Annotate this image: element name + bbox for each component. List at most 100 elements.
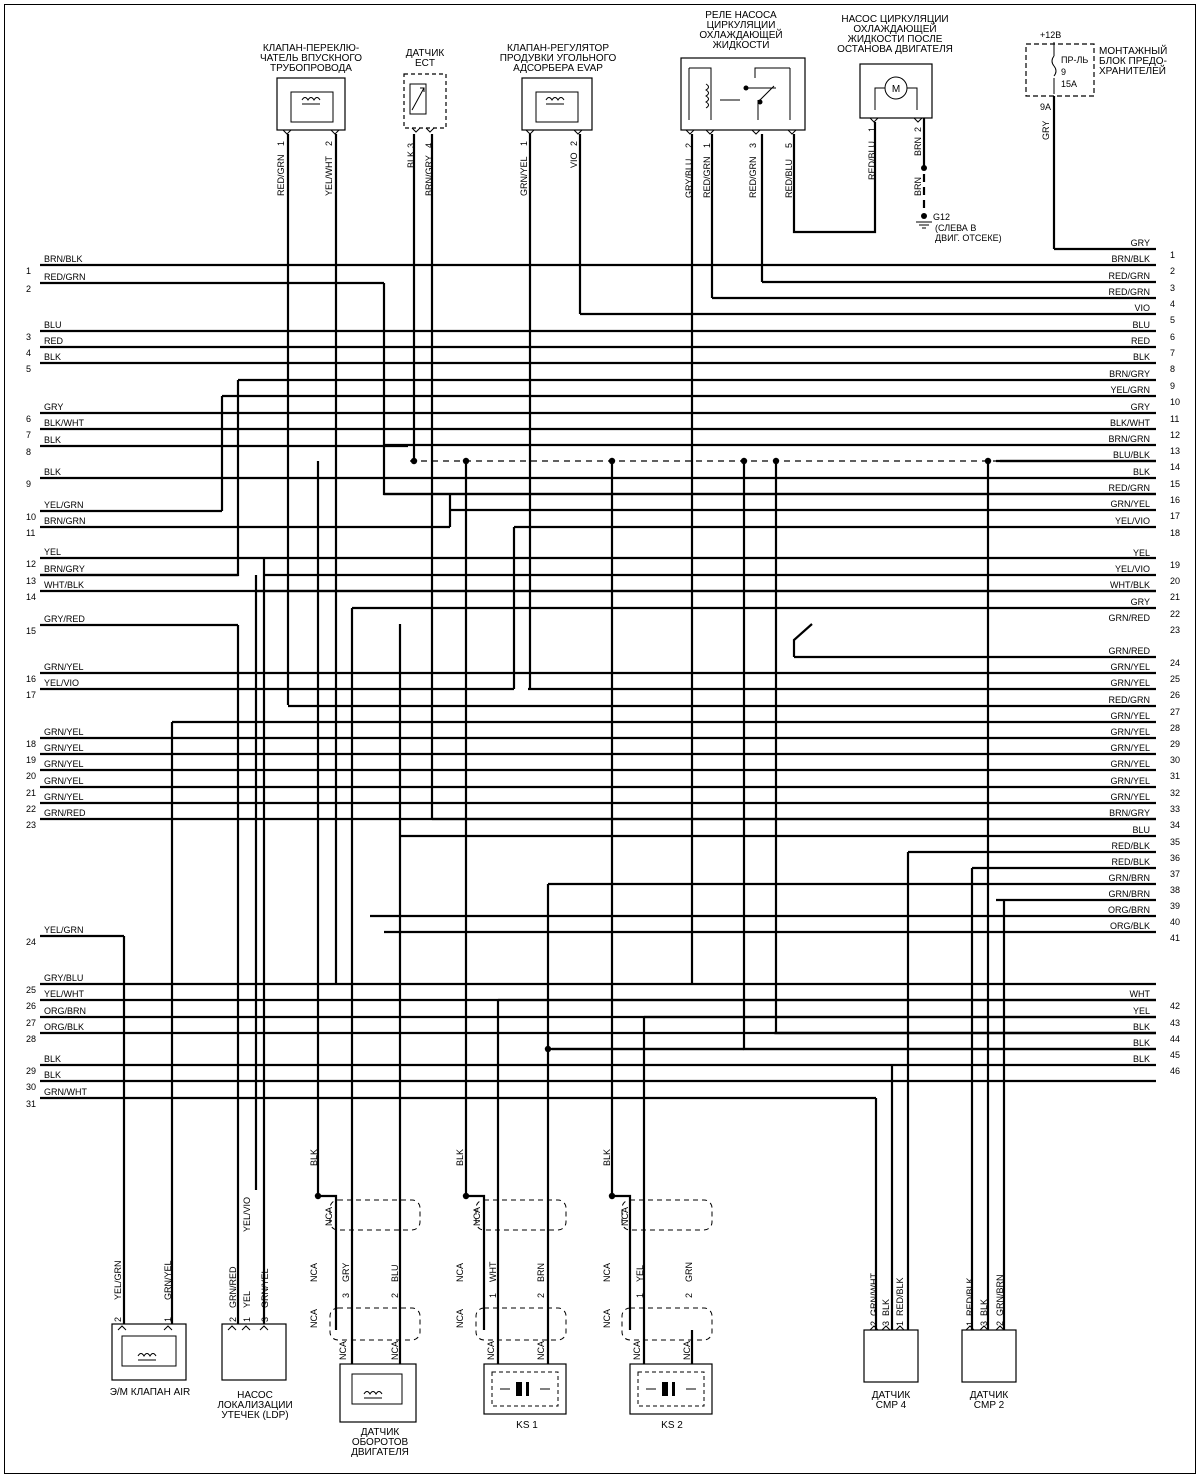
- ldp-pin-3: 3: [260, 1317, 270, 1322]
- right-pin-number: 37: [1170, 869, 1180, 879]
- right-pin-color: GRY: [1131, 238, 1150, 248]
- right-pin-color: GRN/RED: [1108, 646, 1150, 656]
- ks2-nca-5: NCA: [682, 1341, 692, 1360]
- ks2-sensor: KS 2: [629, 1363, 713, 1431]
- right-pin-number: 24: [1170, 658, 1180, 668]
- right-pin-number: 11: [1170, 414, 1179, 424]
- left-pin-number: 3: [26, 332, 31, 342]
- right-pin-number: 28: [1170, 723, 1180, 733]
- right-pin-number: 2: [1170, 266, 1175, 276]
- right-pin-color: RED/GRN: [1108, 287, 1150, 297]
- ks1-nca-4: NCA: [486, 1341, 496, 1360]
- right-pin-number: 46: [1170, 1066, 1180, 1076]
- right-pin-number: 15: [1170, 479, 1180, 489]
- cmp4-pin-1: 1: [895, 1321, 905, 1326]
- left-pin-color: GRN/YEL: [44, 792, 84, 802]
- cmp4-pin-2: 2: [869, 1321, 879, 1326]
- right-pin-color: BLK: [1133, 1054, 1150, 1064]
- left-pin-color: RED: [44, 336, 64, 346]
- right-pin-color: BRN/GRN: [1108, 434, 1150, 444]
- right-pin-number: 12: [1170, 430, 1180, 440]
- ks1-nca-3: NCA: [455, 1309, 465, 1328]
- right-pin-color: GRN/YEL: [1110, 792, 1150, 802]
- evap-pin-1: 1: [519, 141, 529, 146]
- ect-pin-4: 4: [424, 143, 434, 148]
- right-pin-color: RED/BLK: [1111, 841, 1150, 851]
- left-pin-number: 26: [26, 1001, 36, 1011]
- left-pin-number: 31: [26, 1099, 36, 1109]
- rpm-pin-2: 2: [390, 1293, 400, 1298]
- right-pin-number: 13: [1170, 446, 1180, 456]
- right-pin-number: 40: [1170, 917, 1180, 927]
- cmp2-pin-1: 1: [965, 1321, 975, 1326]
- ldp-wire-3: GRN/YEL: [260, 1268, 270, 1308]
- right-pin-color: GRN/YEL: [1110, 678, 1150, 688]
- left-pin-color: BLK: [44, 352, 61, 362]
- left-pin-number: 24: [26, 937, 36, 947]
- left-pin-color: GRN/YEL: [44, 743, 84, 753]
- rpm-nca-3: NCA: [309, 1309, 319, 1328]
- left-pin-number: 28: [26, 1034, 36, 1044]
- fuse-wire: GRY: [1041, 121, 1051, 140]
- right-pin-number: 10: [1170, 397, 1180, 407]
- right-pin-color: BRN/GRY: [1109, 369, 1150, 379]
- right-pin-number: 45: [1170, 1050, 1180, 1060]
- br-brn-gry: [40, 380, 240, 577]
- relay-wire-3: RED/GRN: [748, 156, 758, 198]
- left-pin-number: 8: [26, 447, 31, 457]
- right-pin-color: ORG/BLK: [1110, 921, 1150, 931]
- right-pin-number: 20: [1170, 576, 1180, 586]
- rpm-wire-2: BLU: [390, 1264, 400, 1282]
- rpm-wire-3: GRY: [341, 1263, 351, 1282]
- right-pin-number: 18: [1170, 528, 1180, 538]
- right-pin-color: YEL/GRN: [1110, 385, 1150, 395]
- right-pin-number: 38: [1170, 885, 1180, 895]
- left-pin-number: 7: [26, 430, 31, 440]
- left-pin-number: 27: [26, 1018, 36, 1028]
- right-pin-number: 27: [1170, 707, 1180, 717]
- pump-wire-2a: BRN: [913, 137, 923, 156]
- ks1-pin-1: 1: [488, 1293, 498, 1298]
- air-wire-2: YEL/GRN: [113, 1260, 123, 1300]
- right-pin-color: RED/BLK: [1111, 857, 1150, 867]
- right-pin-number: 29: [1170, 739, 1180, 749]
- left-pin-color: BRN/GRY: [44, 564, 85, 574]
- rpm-pin-3: 3: [341, 1293, 351, 1298]
- sensor-leads: [350, 1330, 694, 1364]
- right-pin-color: BLK: [1133, 467, 1150, 477]
- ldp-wire-2: GRN/RED: [228, 1266, 238, 1308]
- pump-pin-1: 1: [867, 127, 877, 132]
- right-pin-number: 42: [1170, 1001, 1180, 1011]
- right-pin-number: 3: [1170, 283, 1175, 293]
- shield-sleeve: [329, 1307, 421, 1341]
- left-pin-color: YEL: [44, 547, 61, 557]
- ground-id: G12: [933, 212, 950, 222]
- right-pin-number: 16: [1170, 495, 1180, 505]
- right-pin-color: YEL: [1133, 1006, 1150, 1016]
- intake-pin-2: 2: [324, 141, 334, 146]
- right-pin-color: RED/GRN: [1108, 483, 1150, 493]
- right-pin-number: 8: [1170, 364, 1175, 374]
- ks2-nca-1: NCA: [620, 1207, 630, 1226]
- left-pin-color: BRN/BLK: [44, 254, 83, 264]
- right-pin-color: BLK/WHT: [1110, 418, 1151, 428]
- right-pin-color: GRN/YEL: [1110, 759, 1150, 769]
- ldp-wire-yelvio: YEL/VIO: [242, 1197, 252, 1232]
- blk-44: [774, 461, 1156, 1035]
- drop-relay-5: [792, 122, 877, 234]
- left-pin-number: 22: [26, 804, 36, 814]
- right-pin-number: 5: [1170, 315, 1175, 325]
- ks1-wire-blk: BLK: [455, 1149, 465, 1166]
- left-pin-number: 23: [26, 820, 36, 830]
- left-pin-number: 10: [26, 512, 36, 522]
- rpm-nca-2: NCA: [309, 1263, 319, 1282]
- relay-wire-1: RED/GRN: [702, 156, 712, 198]
- diagram-frame: [4, 4, 1196, 1474]
